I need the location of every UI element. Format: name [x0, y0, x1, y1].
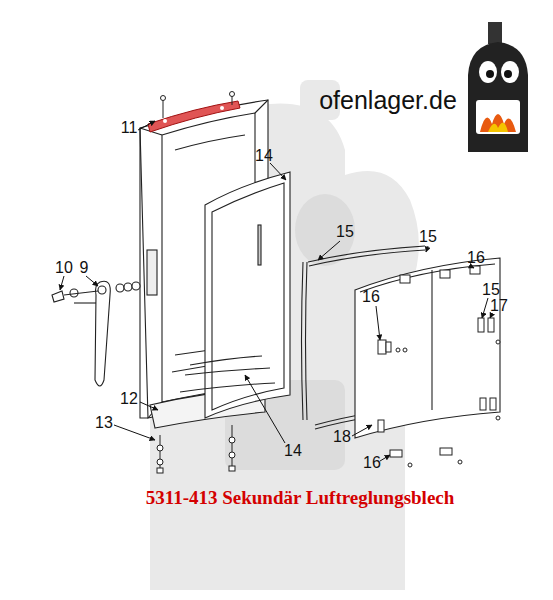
callout-number: 18	[333, 429, 351, 445]
handle	[52, 281, 140, 386]
callout-number: 14	[255, 148, 273, 164]
callout-number: 11	[121, 120, 138, 136]
logo-stove	[468, 22, 528, 152]
callout-number: 15	[482, 282, 500, 298]
callout-number: 9	[80, 260, 89, 276]
callout-number: 15	[419, 229, 437, 245]
callout-number: 16	[363, 455, 381, 471]
leader-lines	[60, 121, 492, 461]
callout-number: 13	[95, 415, 113, 431]
glass-frame	[180, 172, 290, 418]
callout-number: 10	[55, 260, 73, 276]
clips	[378, 266, 500, 467]
callout-number: 15	[336, 224, 354, 240]
callout-number: 12	[120, 391, 138, 407]
callout-number: 14	[284, 443, 302, 459]
part-title: 5311-413 Sekundär Luftreglungsblech	[146, 488, 455, 507]
logo-text: ofenlager.de	[319, 88, 457, 113]
glass-pane	[355, 258, 500, 438]
callout-number: 16	[467, 250, 485, 266]
callout-number: 16	[362, 289, 380, 305]
air-control-plate	[148, 101, 240, 132]
callout-number: 17	[490, 298, 508, 314]
